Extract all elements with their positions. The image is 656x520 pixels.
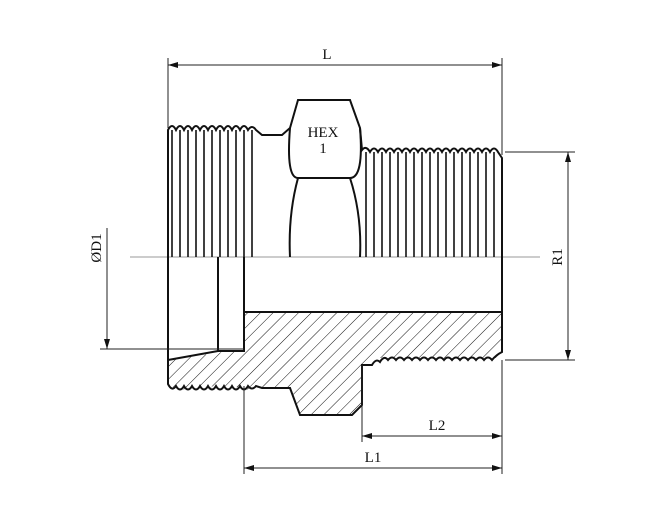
fitting-external-view: HEX 1 [167,99,503,258]
fitting-section-view [167,257,503,416]
dimension-l-label: L [322,47,331,63]
dimension-d1-label: ØD1 [89,233,105,262]
hex-label: HEX [308,125,339,141]
hex-size-label: 1 [319,141,327,157]
dimension-l2: L2 [361,360,503,474]
dimension-d1: ØD1 [89,228,244,350]
dimension-l1: L1 [243,386,502,474]
dimension-r1-label: R1 [550,248,566,266]
dimension-r1: R1 [505,151,575,361]
dimension-l: L [167,47,503,155]
dimension-l1-label: L1 [365,450,382,466]
dimension-l2-label: L2 [429,418,446,434]
